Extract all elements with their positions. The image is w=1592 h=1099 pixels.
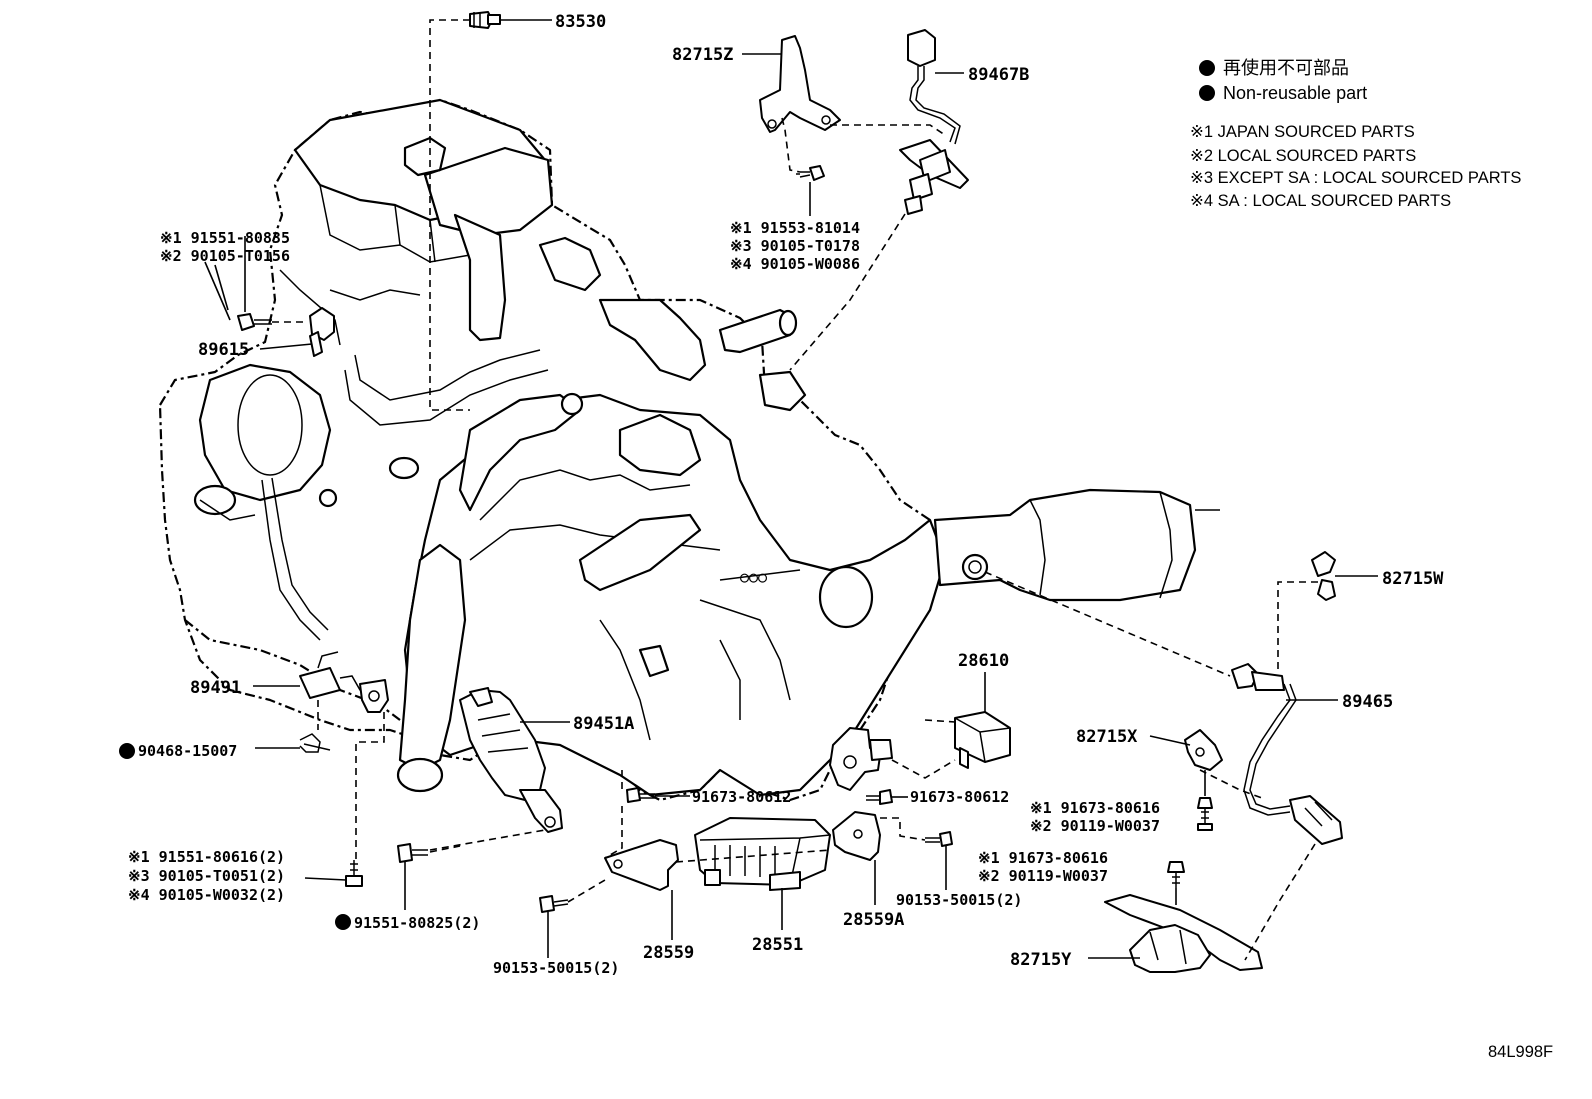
label-28610: 28610 <box>958 651 1009 671</box>
legend-non-reusable-en: Non-reusable part <box>1223 83 1367 103</box>
legend-note-3: ※3 EXCEPT SA : LOCAL SOURCED PARTS <box>1190 169 1521 187</box>
label-bolt-90105-T0051: ※3 90105-T0051(2) <box>128 867 285 885</box>
part-89467B-symbol <box>899 29 969 215</box>
diagram-code: 84L998F <box>1488 1043 1553 1061</box>
label-bolt-91553-81014: ※1 91553-81014 <box>730 219 860 237</box>
label-bolt-90105-T0156: ※2 90105-T0156 <box>160 247 290 265</box>
legend: 再使用不可部品 Non-reusable part ※1 JAPAN SOURC… <box>1190 58 1521 210</box>
bolt-91673-80612-left-symbol <box>626 787 655 803</box>
bolt-91673-80616-lower-symbol <box>1167 861 1185 888</box>
bolt-90153-right-symbol <box>925 831 953 847</box>
label-83530: 83530 <box>555 12 606 32</box>
bolt-91673-80616-upper-symbol <box>1197 797 1213 831</box>
label-bolt-91673-80616-b: ※1 91673-80616 <box>978 849 1108 867</box>
label-82715W: 82715W <box>1382 569 1444 589</box>
non-reusable-marker-icon <box>335 914 351 930</box>
part-28559A-symbol <box>832 811 881 861</box>
label-bolt-91551-80616: ※1 91551-80616(2) <box>128 848 285 866</box>
label-bolt-91673-80616-a: ※1 91673-80616 <box>1030 799 1160 817</box>
bolt-91551-80825-symbol <box>397 843 428 863</box>
part-89615-symbol <box>309 307 335 357</box>
label-89467B: 89467B <box>968 65 1029 85</box>
label-bolt-91673-80612-b: 91673-80612 <box>910 788 1009 806</box>
non-reusable-marker-icon <box>119 743 135 759</box>
relay-bracket-symbol <box>829 727 893 791</box>
part-82715Z-symbol <box>759 35 841 133</box>
part-symbols <box>237 11 1343 973</box>
label-bolt-90105-W0086: ※4 90105-W0086 <box>730 255 860 273</box>
part-89491-symbol <box>299 651 389 713</box>
label-bolt-90119-W0037-a: ※2 90119-W0037 <box>1030 817 1160 835</box>
label-bolt-90153-50015-b: 90153-50015(2) <box>493 959 619 977</box>
label-bolt-90105-W0032: ※4 90105-W0032(2) <box>128 886 285 904</box>
bolt-91553-symbol <box>796 165 825 181</box>
part-89465-symbol <box>1231 663 1343 845</box>
label-89465: 89465 <box>1342 692 1393 712</box>
engraving-dots: ○○○ <box>740 568 767 586</box>
part-28551-symbol <box>694 817 831 891</box>
part-labels: 83530 82715Z 89467B ※1 91553-81014 ※3 90… <box>119 12 1553 1061</box>
label-bolt-90105-T0178: ※3 90105-T0178 <box>730 237 860 255</box>
part-82715W-symbol <box>1311 551 1336 601</box>
label-bolt-91673-80612-a: 91673-80612 <box>692 788 791 806</box>
part-82715Y-symbol <box>1104 894 1263 973</box>
legend-note-1: ※1 JAPAN SOURCED PARTS <box>1190 123 1415 141</box>
legend-non-reusable-icon-en <box>1199 85 1215 101</box>
label-28551: 28551 <box>752 935 803 955</box>
engine-transaxle-drawing: ○○○ <box>158 98 1220 802</box>
clip-90468-symbol <box>299 733 331 753</box>
bolt-91551-80835-symbol <box>237 313 272 331</box>
part-83530-symbol <box>469 11 501 29</box>
bolt-90153-left-symbol <box>539 895 569 913</box>
label-28559: 28559 <box>643 943 694 963</box>
leader-lines <box>204 19 1378 961</box>
legend-note-4: ※4 SA : LOCAL SOURCED PARTS <box>1190 192 1451 210</box>
bolt-91551-80616-symbol <box>345 860 363 887</box>
part-28559-symbol <box>604 839 679 891</box>
legend-non-reusable-jp: 再使用不可部品 <box>1223 58 1349 78</box>
label-89491: 89491 <box>190 678 241 698</box>
part-89451A-symbol <box>459 687 563 833</box>
label-bolt-90119-W0037-b: ※2 90119-W0037 <box>978 867 1108 885</box>
label-82715Y: 82715Y <box>1010 950 1072 970</box>
label-clip-90468-15007: 90468-15007 <box>138 742 237 760</box>
label-28559A: 28559A <box>843 910 904 930</box>
label-82715X: 82715X <box>1076 727 1138 747</box>
part-82715X-symbol <box>1184 729 1223 771</box>
part-28610-symbol <box>954 711 1011 769</box>
label-bolt-90153-50015-a: 90153-50015(2) <box>896 891 1022 909</box>
label-bolt-91551-80835: ※1 91551-80835 <box>160 229 290 247</box>
label-89615: 89615 <box>198 340 249 360</box>
label-82715Z: 82715Z <box>672 45 733 65</box>
legend-non-reusable-icon-jp <box>1199 60 1215 76</box>
label-89451A: 89451A <box>573 714 634 734</box>
bolt-91673-80612-right-symbol <box>866 789 893 805</box>
label-bolt-91551-80825: 91551-80825(2) <box>354 914 480 932</box>
legend-note-2: ※2 LOCAL SOURCED PARTS <box>1190 147 1416 165</box>
